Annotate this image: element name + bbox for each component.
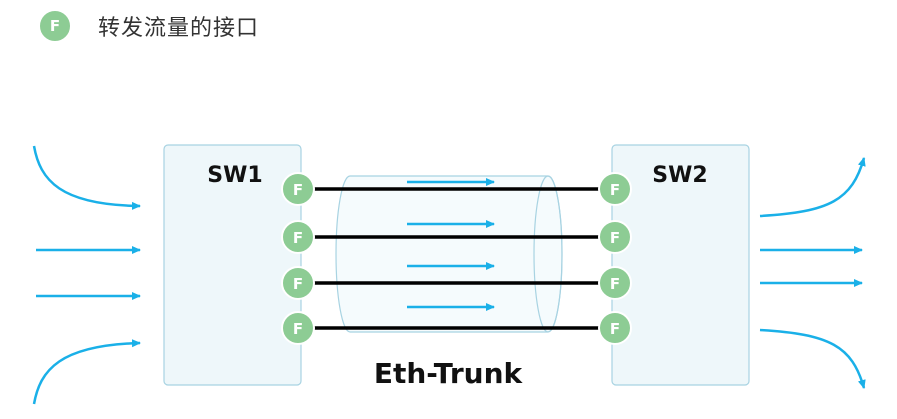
svg-text:F: F xyxy=(293,229,303,247)
svg-text:F: F xyxy=(293,181,303,199)
sw2-port-2-forwarding-icon: F xyxy=(598,220,632,254)
sw1-port-4-forwarding-icon: F xyxy=(281,311,315,345)
legend: F 转发流量的接口 xyxy=(38,8,259,44)
outbound-traffic-arrow xyxy=(759,328,866,389)
sw2-port-3-forwarding-icon: F xyxy=(598,266,632,300)
switch-sw2-label: SW2 xyxy=(652,163,707,188)
sw1-port-3-forwarding-icon: F xyxy=(281,266,315,300)
svg-text:F: F xyxy=(293,275,303,293)
svg-text:F: F xyxy=(610,320,620,338)
switch-sw1-box xyxy=(163,144,302,386)
svg-text:F: F xyxy=(293,320,303,338)
svg-text:F: F xyxy=(610,229,620,247)
sw2-port-4-forwarding-icon: F xyxy=(598,311,632,345)
switch-sw1-label: SW1 xyxy=(207,163,262,188)
inbound-traffic-arrow xyxy=(32,339,141,405)
legend-label: 转发流量的接口 xyxy=(98,16,260,41)
sw2-port-1-forwarding-icon: F xyxy=(598,172,632,206)
svg-text:F: F xyxy=(610,275,620,293)
eth-trunk-bundle xyxy=(335,175,563,333)
sw1-port-2-forwarding-icon: F xyxy=(281,220,315,254)
sw1-port-1-forwarding-icon: F xyxy=(281,172,315,206)
svg-text:F: F xyxy=(610,181,620,199)
inbound-traffic-arrow xyxy=(32,145,141,210)
forwarding-interface-icon: F xyxy=(38,9,72,43)
switch-sw2-box xyxy=(611,144,750,386)
eth-trunk-label: Eth-Trunk xyxy=(374,357,524,390)
outbound-traffic-arrow xyxy=(759,157,866,218)
